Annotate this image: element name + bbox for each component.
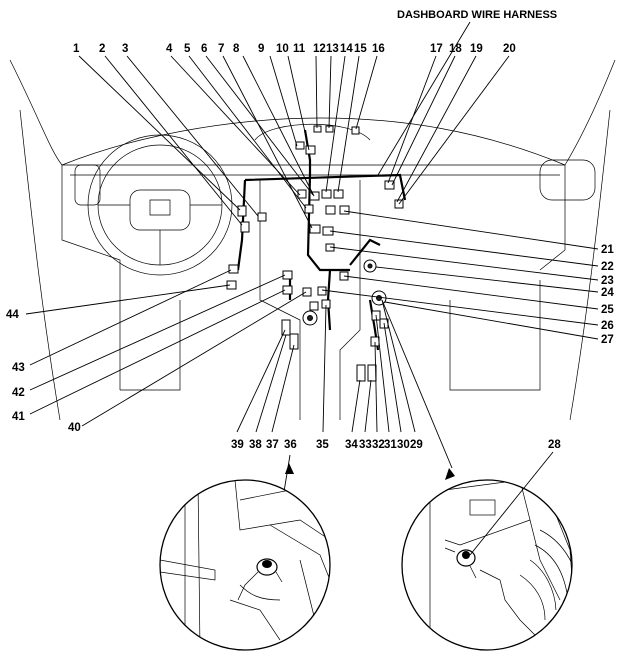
callout-21: 21: [601, 244, 614, 256]
title-leader: [377, 21, 471, 176]
leader-lines-right: [321, 210, 599, 340]
callout-28: 28: [548, 439, 561, 451]
callout-40: 40: [68, 422, 81, 434]
leader-lines-left: [25, 269, 307, 427]
callout-33: 33: [359, 439, 372, 451]
callout-13: 13: [326, 43, 339, 55]
detail-view-right: 28: [401, 439, 573, 651]
callout-39: 39: [231, 439, 244, 451]
callout-31: 31: [384, 439, 397, 451]
callout-29: 29: [410, 439, 423, 451]
callout-14: 14: [340, 43, 353, 55]
callout-2: 2: [99, 43, 105, 55]
callouts-right: 21 22 23 24 25 26 27: [601, 244, 614, 346]
callout-41: 41: [12, 411, 25, 423]
callouts-top: 1 2 3 4 5 6 7 8 9 10 11 12 13 14 15 16 1…: [73, 43, 516, 55]
callout-19: 19: [470, 43, 483, 55]
callout-11: 11: [293, 43, 306, 55]
steering-wheel: [87, 134, 233, 276]
callout-25: 25: [601, 304, 614, 316]
callout-23: 23: [601, 275, 614, 287]
dashboard-outline: [9, 59, 616, 421]
callout-17: 17: [430, 43, 443, 55]
callout-8: 8: [233, 43, 240, 55]
callout-38: 38: [249, 439, 262, 451]
callout-37: 37: [266, 439, 279, 451]
callout-7: 7: [218, 43, 224, 55]
callout-6: 6: [201, 43, 207, 55]
callout-4: 4: [166, 43, 173, 55]
callout-1: 1: [73, 43, 80, 55]
callout-10: 10: [276, 43, 289, 55]
leader-lines-bottom-right: [351, 299, 453, 469]
detail-view-left: 36: [159, 479, 331, 651]
callout-20: 20: [503, 43, 516, 55]
callout-3: 3: [122, 43, 128, 55]
callout-18: 18: [449, 43, 462, 55]
callout-44: 44: [6, 309, 19, 321]
callout-15: 15: [354, 43, 367, 55]
callout-16: 16: [372, 43, 385, 55]
leader-lines-top: [78, 55, 510, 229]
callout-9: 9: [258, 43, 264, 55]
callout-32: 32: [372, 439, 385, 451]
callout-35: 35: [316, 439, 329, 451]
callout-22: 22: [601, 261, 614, 273]
detail-arrows: [285, 463, 455, 480]
callout-43: 43: [12, 362, 25, 374]
callout-27: 27: [601, 334, 614, 346]
callout-36: 36: [284, 439, 297, 451]
diagram-title: DASHBOARD WIRE HARNESS: [397, 9, 557, 21]
callout-30: 30: [397, 439, 410, 451]
callout-34: 34: [345, 439, 358, 451]
callout-5: 5: [184, 43, 191, 55]
callout-42: 42: [12, 387, 25, 399]
callout-24: 24: [601, 287, 614, 299]
callouts-bottom-mid: 39 38 37 36 35: [231, 439, 329, 451]
callout-12: 12: [313, 43, 326, 55]
connectors: [226, 125, 404, 382]
callouts-left: 44 43 42 41 40: [6, 309, 81, 434]
callout-26: 26: [601, 320, 614, 332]
callouts-bottom-right: 34 33 32 31 30 29: [345, 439, 423, 451]
